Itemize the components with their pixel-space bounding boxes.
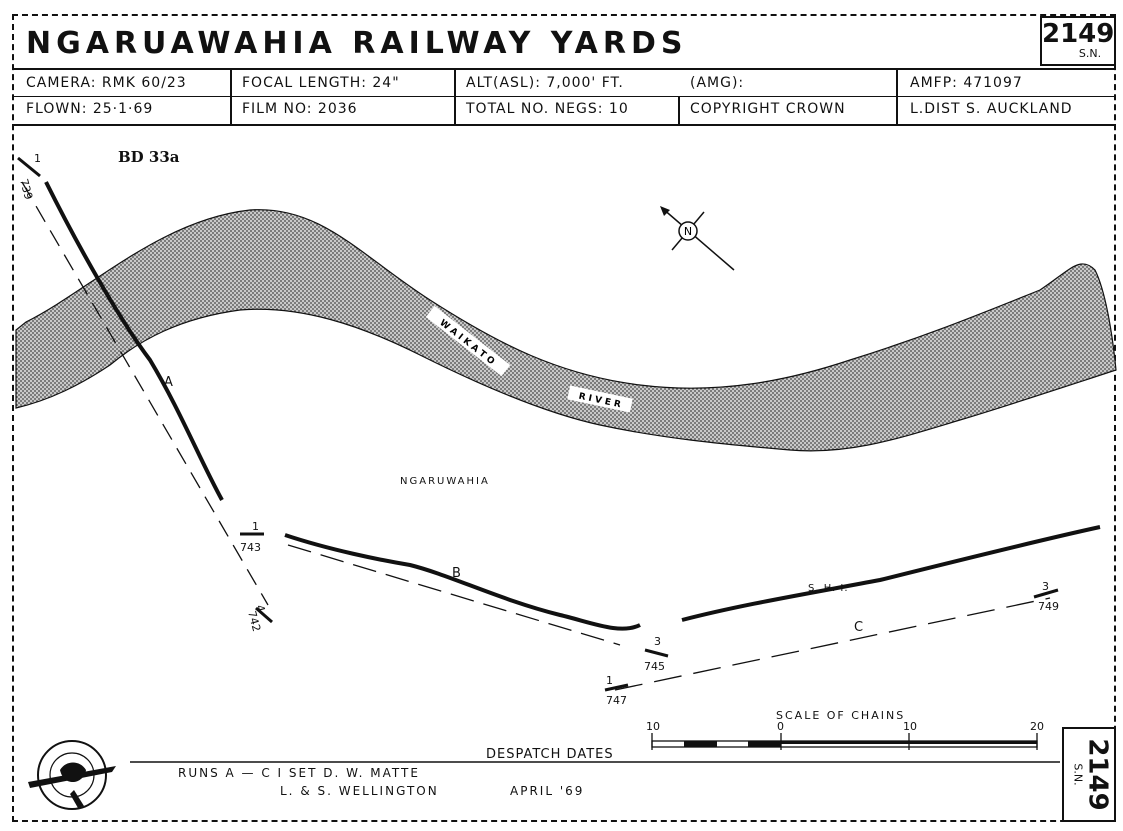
railway-line-a: [44, 181, 224, 501]
run-c-end-bottom: 749: [1038, 600, 1059, 613]
info-table-middle-rule: [12, 96, 1116, 97]
scale-tick-20: 20: [1030, 720, 1044, 733]
run-c-end-top: 3: [1042, 580, 1049, 593]
run-a-start-bottom: 739: [17, 177, 35, 201]
flown-cell: FLOWN: 25·1·69: [26, 101, 154, 117]
company-seal-logo: [28, 740, 116, 810]
railway-line-b: [284, 533, 641, 631]
info-divider-2: [454, 68, 456, 125]
runs-line: RUNS A — C I SET D. W. MATTE: [178, 766, 420, 780]
camera-cell: CAMERA: RMK 60/23: [26, 75, 187, 91]
run-a-label: A: [164, 375, 173, 390]
sheet-frame: [12, 14, 1116, 822]
run-b-end-bottom: 745: [644, 660, 665, 673]
despatch-date: APRIL '69: [510, 784, 585, 798]
info-divider-3: [678, 96, 680, 125]
run-c-start-bottom: 747: [606, 694, 627, 707]
run-c-start-mark: [604, 683, 629, 692]
scale-title: SCALE OF CHAINS: [776, 709, 906, 722]
town-label: NGARUWAHIA: [400, 476, 490, 487]
run-b-label: B: [452, 566, 461, 581]
scale-tick-10-left: 10: [646, 720, 660, 733]
amfp-cell: AMFP: 471097: [910, 75, 1023, 91]
north-symbol: N: [684, 225, 692, 238]
despatch-dates-title: DESPATCH DATES: [486, 747, 614, 762]
info-table-top-rule: [12, 68, 1116, 70]
run-c-end-mark: [1033, 588, 1059, 599]
sheet-suffix: S.N.: [1078, 47, 1102, 60]
run-a-end-mark: [255, 606, 273, 624]
scale-bar: [651, 733, 1038, 750]
flight-run-c: [614, 597, 1051, 691]
north-arrow-icon: N: [660, 206, 735, 271]
land-district-cell: L.DIST S. AUCKLAND: [910, 101, 1073, 117]
state-highway-1: [681, 525, 1101, 622]
total-negs-cell: TOTAL NO. NEGS: 10: [466, 101, 629, 117]
sheet-number-bottom: 2149: [1082, 738, 1113, 811]
road-label: S. H. I.: [808, 583, 849, 594]
info-divider-4: [896, 68, 898, 125]
run-b-start-bottom: 743: [240, 541, 261, 554]
run-b-end-mark: [644, 648, 669, 658]
run-a-end-top: 4: [253, 603, 267, 613]
scale-tick-10: 10: [903, 720, 917, 733]
sheet-title: NGARUAWAHIA RAILWAY YARDS: [26, 26, 688, 61]
run-a-start-mark: [17, 156, 41, 178]
sheet-number-box-bottom: 2149 S.N.: [1062, 727, 1116, 822]
amg-cell: (AMG):: [690, 75, 745, 91]
run-b-start-top: 1: [252, 520, 259, 533]
run-a-end-bottom: 742: [245, 609, 263, 633]
film-no-cell: FILM NO: 2036: [242, 101, 358, 117]
run-c-start-top: 1: [606, 674, 613, 687]
run-b-end-top: 3: [654, 635, 661, 648]
flight-run-b: [287, 544, 621, 646]
scale-tick-0: 0: [777, 720, 784, 733]
sheet-number: 2149: [1042, 19, 1115, 49]
info-divider-1: [230, 68, 232, 125]
focal-length-cell: FOCAL LENGTH: 24": [242, 75, 400, 91]
location-line: L. & S. WELLINGTON: [280, 784, 439, 798]
map-reference: BD 33a: [118, 148, 180, 166]
info-table-bottom-rule: [12, 124, 1116, 126]
waikato-river: [15, 209, 1117, 452]
altitude-cell: ALT(ASL): 7,000' FT.: [466, 75, 624, 91]
run-c-label: C: [854, 620, 863, 635]
copyright-cell: COPYRIGHT CROWN: [690, 101, 846, 117]
flight-run-a: [21, 181, 269, 606]
sheet-number-box: 2149 S.N.: [1040, 16, 1116, 66]
run-a-start-top: 1: [34, 152, 41, 165]
